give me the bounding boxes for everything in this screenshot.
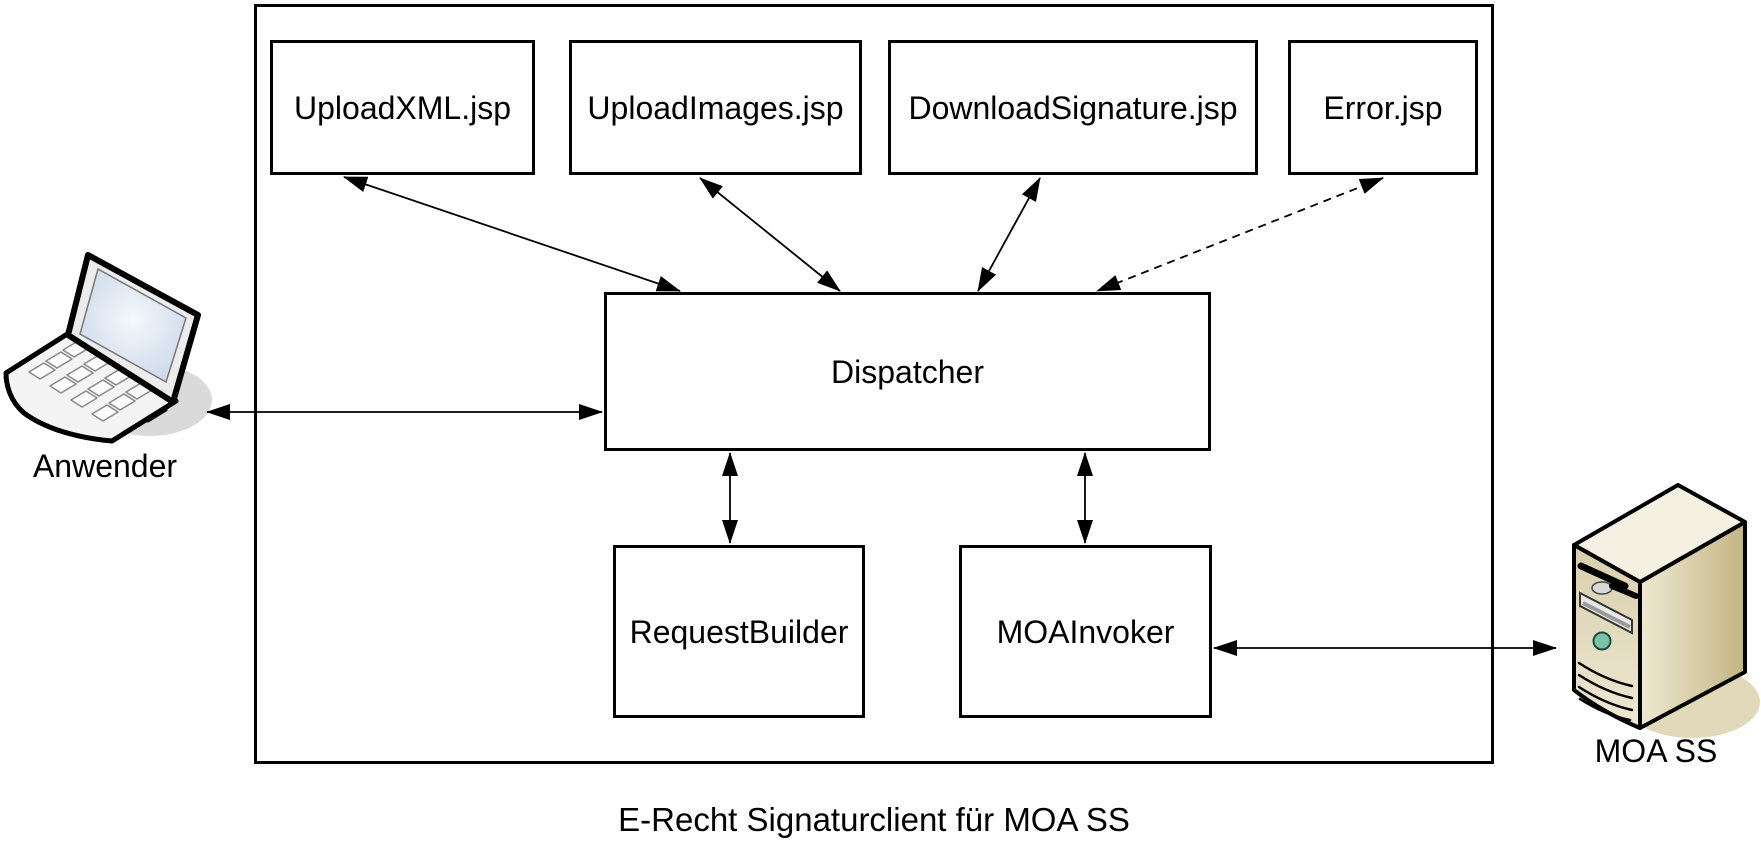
node-label: RequestBuilder [629,613,849,650]
edge-downloadsignature-dispatcher [977,177,1041,292]
system-boundary-box [254,4,1494,764]
node-uploadxml-jsp: UploadXML.jsp [270,40,535,175]
node-moainvoker: MOAInvoker [959,545,1212,718]
node-label: MOAInvoker [996,613,1175,650]
node-dispatcher: Dispatcher [604,292,1211,451]
node-label: UploadImages.jsp [587,89,844,126]
node-uploadimages-jsp: UploadImages.jsp [569,40,862,175]
node-requestbuilder: RequestBuilder [613,545,865,718]
node-downloadsignature-jsp: DownloadSignature.jsp [888,40,1258,175]
node-label: DownloadSignature.jsp [908,89,1238,126]
anwender-label: Anwender [32,448,178,484]
edge-error-dispatcher-dashed [1096,177,1384,292]
server-icon [1572,483,1760,738]
edge-uploadimages-dispatcher [699,177,841,292]
moa-ss-label: MOA SS [1594,733,1718,769]
node-label: Error.jsp [1323,89,1443,126]
diagram-caption: E-Recht Signaturclient für MOA SS [618,801,1130,838]
edge-uploadxml-dispatcher [343,176,681,292]
node-label: Dispatcher [831,353,984,390]
node-label: UploadXML.jsp [294,89,511,126]
node-error-jsp: Error.jsp [1288,40,1478,175]
laptop-icon [3,252,212,444]
